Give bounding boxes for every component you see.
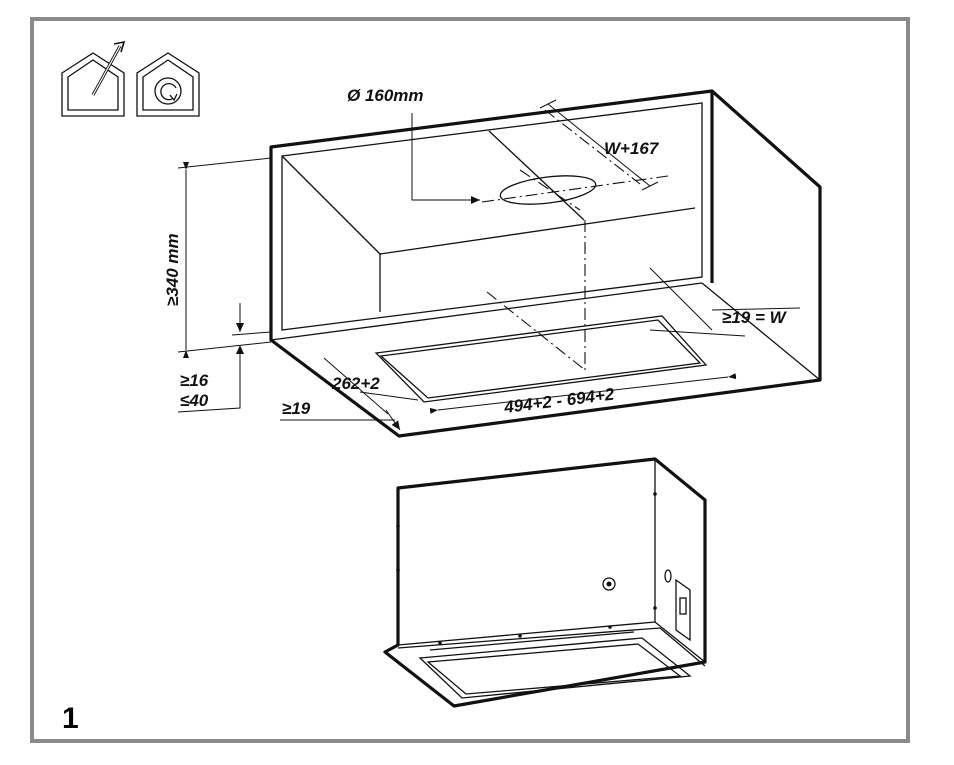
cutout-depth-label: 262+2 [331,374,380,393]
front-clearance-label: ≥19 [282,399,311,418]
width-offset-label: W+167 [604,139,660,158]
figure-number: 1 [62,702,79,735]
min-height-label: ≥340 mm [163,233,182,306]
house-exhaust-outlet-icon [61,40,126,117]
bottom-gap-min-label: ≥16 [180,371,209,390]
hood-drawing [383,457,707,708]
duct-diameter-label: Ø 160mm [347,86,424,105]
cabinet-drawing [177,89,822,438]
side-clearance-label: ≥19 = W [722,308,788,327]
house-recirculation-icon [136,52,200,117]
bottom-gap-max-label: ≤40 [180,391,209,410]
